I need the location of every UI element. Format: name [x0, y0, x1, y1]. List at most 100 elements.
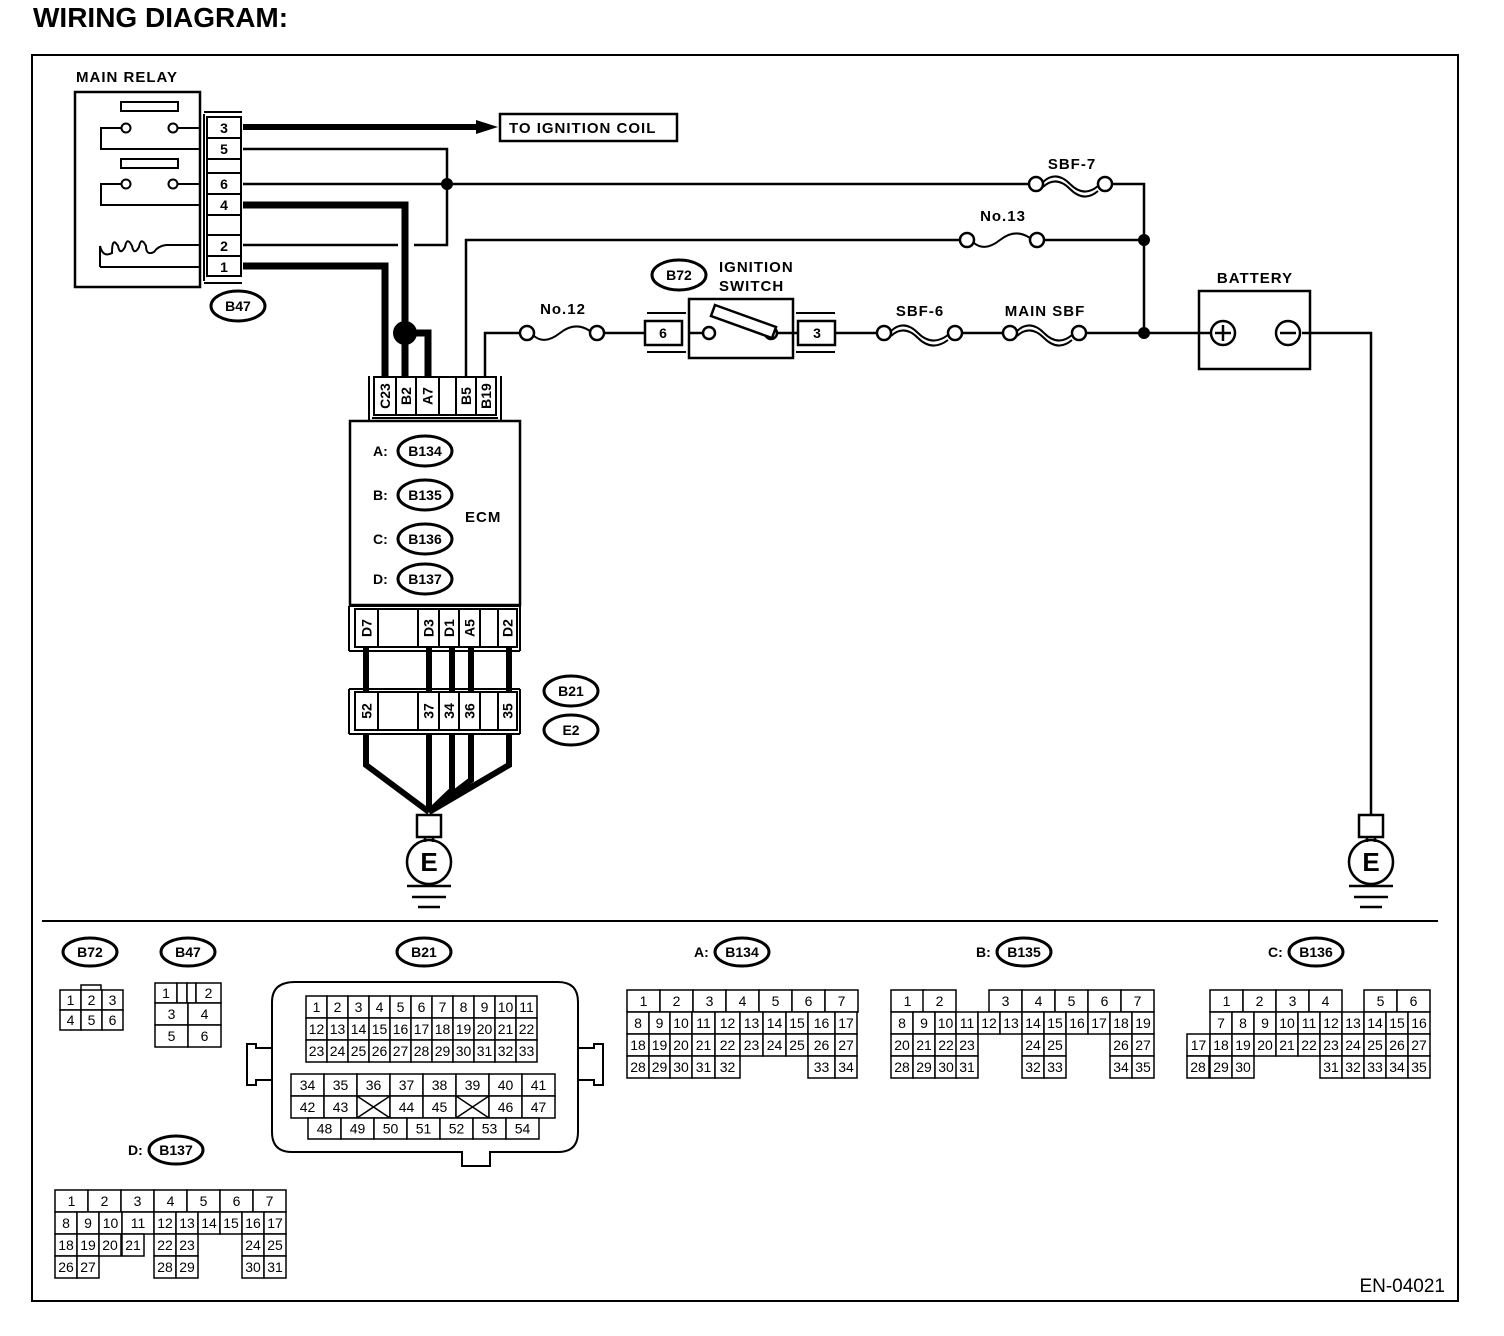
pin-number: 45 [432, 1099, 448, 1115]
pin-number: 48 [317, 1121, 333, 1137]
pin-number: 26 [372, 1043, 388, 1059]
switch-lever-icon [709, 303, 778, 340]
b47-pin-label: 4 [220, 197, 228, 213]
ecm-bottom-pin-cell [497, 608, 518, 648]
pin-number: 13 [1345, 1015, 1361, 1031]
wire-battery-ground [1302, 331, 1373, 815]
connector-badge-label: B47 [175, 944, 201, 960]
pin-number: 15 [223, 1215, 239, 1231]
relay-contact-terminal [120, 178, 132, 190]
pin-number: 47 [531, 1099, 547, 1115]
pin-number: 25 [1047, 1037, 1063, 1053]
ecm-top-pin-label: B5 [458, 387, 474, 405]
connector-badge-label: B134 [725, 944, 759, 960]
no13-label: No.13 [980, 208, 1026, 225]
pin-number: 6 [1101, 993, 1109, 1009]
pin-number: 28 [894, 1059, 910, 1075]
joint-pin-cell [479, 691, 499, 731]
relay-coil-icon [99, 240, 200, 267]
pin-number: 30 [456, 1043, 472, 1059]
ecm-bottom-pin-label: D7 [359, 619, 375, 637]
connector-prefix: B: [976, 944, 991, 960]
switch-pin-right-label: 3 [813, 325, 821, 341]
ecm-bottom-pin-label: D2 [500, 619, 516, 637]
connector-prefix: A: [694, 944, 709, 960]
pin-number: 27 [393, 1043, 409, 1059]
diagram-frame [31, 54, 1459, 1302]
pin-cell [263, 1255, 287, 1279]
pin-number: 23 [959, 1037, 975, 1053]
pin-number: 19 [456, 1021, 472, 1037]
fuse-no13: No.13 [958, 208, 1046, 249]
pin-number: 4 [1035, 993, 1043, 1009]
connector-badge [61, 936, 119, 968]
ecm-connector-badge [396, 478, 454, 512]
sbf7-label: SBF-7 [1048, 156, 1096, 173]
e2-badge-label: E2 [562, 722, 579, 738]
pin-number: 36 [366, 1077, 382, 1093]
connector-badge [159, 936, 217, 968]
joint-pin-label: 36 [462, 703, 478, 719]
main-sbf-label: MAIN SBF [1005, 303, 1086, 320]
pin-number: 35 [1135, 1059, 1151, 1075]
pin-number: 5 [1068, 993, 1076, 1009]
pin-cell [175, 1255, 199, 1279]
pin-number: 1 [68, 1193, 76, 1209]
pin-number: 11 [960, 1015, 975, 1031]
pin-number: 15 [1047, 1015, 1063, 1031]
wire-pin5 [243, 147, 449, 247]
pin-cell [834, 1055, 858, 1079]
pin-number: 19 [80, 1237, 96, 1253]
pin-cell [187, 1024, 222, 1048]
b47-connector-badge [209, 289, 267, 323]
pin-number: 13 [1003, 1015, 1019, 1031]
pin-number: 27 [1411, 1037, 1427, 1053]
ecm-bottom-pin-label: A5 [462, 619, 478, 637]
pin-number: 10 [938, 1015, 954, 1031]
pin-number: 34 [300, 1077, 316, 1093]
pin-number: 9 [84, 1215, 92, 1231]
pin-number: 16 [1069, 1015, 1085, 1031]
pin-number: 40 [498, 1077, 514, 1093]
connector-prefix: D: [128, 1142, 143, 1158]
b21-housing [271, 981, 579, 1167]
pin-number: 13 [179, 1215, 195, 1231]
connector-badge-label: B137 [159, 1142, 193, 1158]
pin-number: 14 [201, 1215, 217, 1231]
pin-number: 44 [399, 1099, 415, 1115]
ecm-connector-id: B136 [408, 531, 442, 547]
joint-pin-label: 34 [441, 703, 457, 719]
pin-number: 1 [1223, 993, 1231, 1009]
pin-number: 21 [498, 1021, 514, 1037]
pin-number: 16 [245, 1215, 261, 1231]
pin-number: 2 [673, 993, 681, 1009]
switch-pin-left [643, 319, 684, 347]
pin-number: 43 [333, 1099, 349, 1115]
pin-number: 31 [959, 1059, 975, 1075]
ecm-connector-badge [396, 562, 454, 596]
connector-prefix: C: [1268, 944, 1283, 960]
pin-cell [176, 982, 188, 1004]
pin-number: 11 [519, 999, 534, 1015]
pin-cell [505, 1117, 540, 1140]
pin-number: 37 [399, 1077, 415, 1093]
relay-contact-terminal [120, 122, 132, 134]
wire-pin4-ecm-b2 [243, 201, 409, 384]
pin-number: 5 [1377, 993, 1385, 1009]
connector-badge-label: B136 [1299, 944, 1333, 960]
pin-number: 23 [179, 1237, 195, 1253]
pin-number: 54 [515, 1121, 531, 1137]
pin-number: 22 [157, 1237, 173, 1253]
pin-number: 5 [772, 993, 780, 1009]
page-title: WIRING DIAGRAM: [33, 2, 289, 33]
fuse-no12: No.12 [518, 301, 606, 342]
switch-pin-right [796, 319, 837, 347]
pin-number: 31 [267, 1259, 283, 1275]
arrow-icon [476, 120, 498, 134]
pin-number: 33 [519, 1043, 535, 1059]
joint-pin-cell [377, 691, 419, 731]
pin-number: 19 [1235, 1037, 1251, 1053]
pin-number: 20 [894, 1037, 910, 1053]
